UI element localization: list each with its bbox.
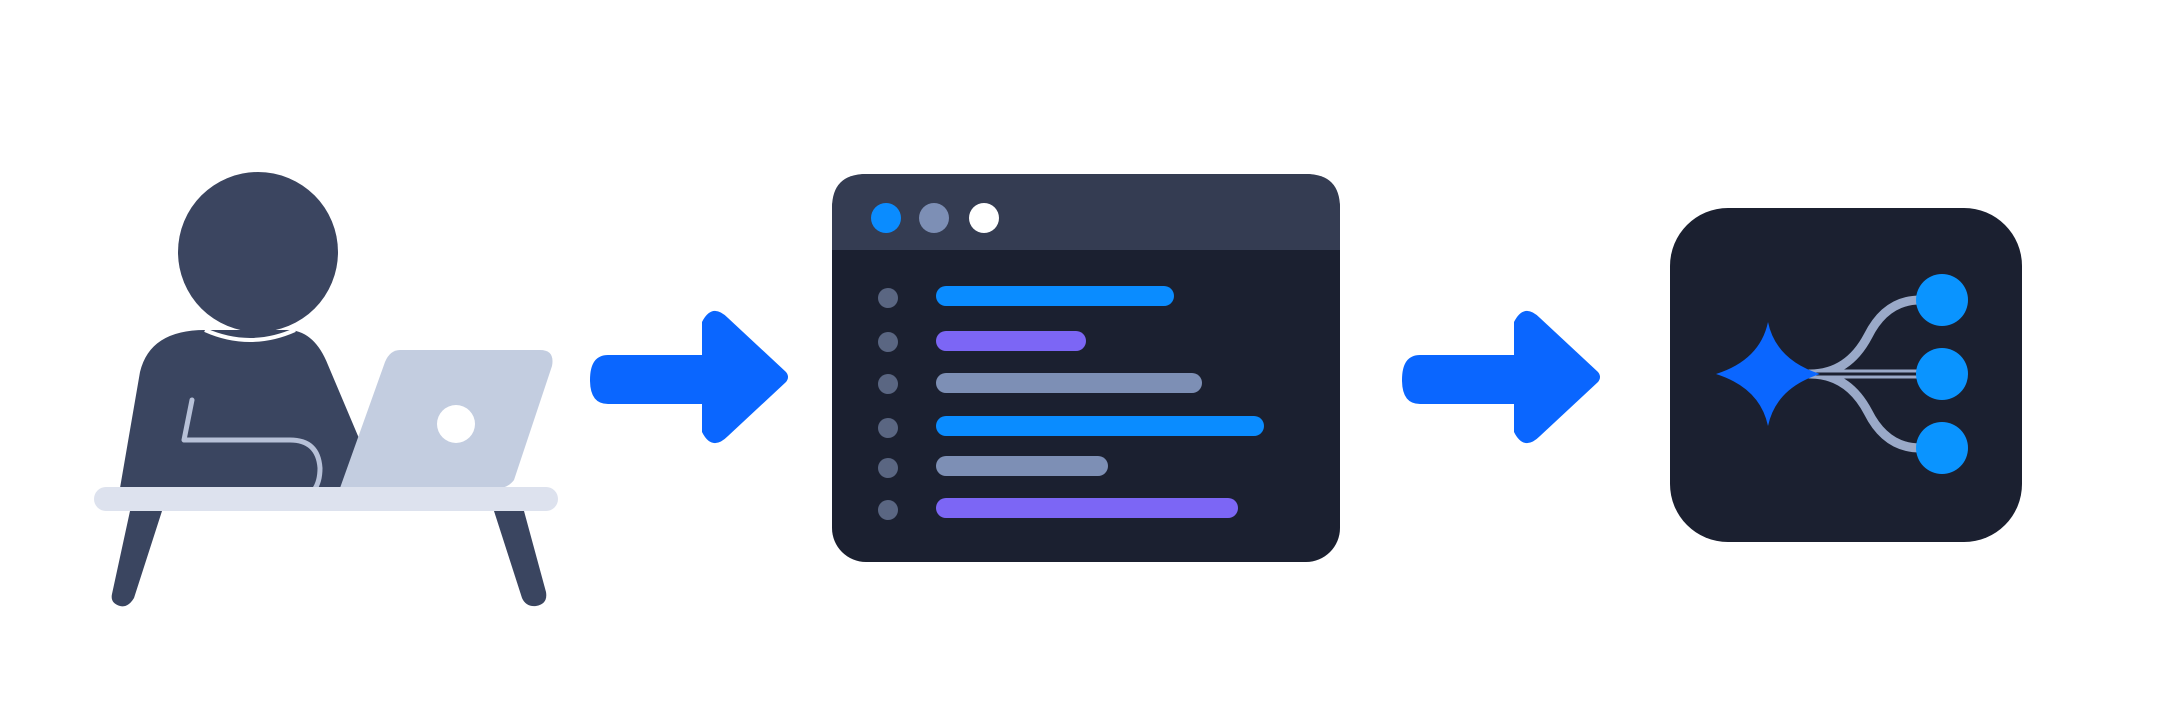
arrow-right-icon <box>590 310 788 444</box>
person-at-laptop-icon <box>94 172 558 607</box>
window-dot-white <box>969 203 999 233</box>
branch-node <box>1916 274 1968 326</box>
code-line <box>878 498 1238 520</box>
branch-node <box>1916 348 1968 400</box>
window-dot-gray <box>919 203 949 233</box>
code-editor-window-icon <box>832 174 1340 562</box>
code-line <box>878 373 1202 394</box>
sparkle-icon <box>1716 322 1820 426</box>
window-titlebar <box>832 174 1340 250</box>
laptop-logo <box>437 405 475 443</box>
window-dot-blue <box>871 203 901 233</box>
person-arm <box>181 397 323 493</box>
code-line <box>878 331 1086 352</box>
desk-leg-left <box>111 511 162 607</box>
code-line <box>878 416 1264 438</box>
person-body <box>120 330 380 488</box>
person-head <box>178 172 338 332</box>
code-line <box>878 456 1108 478</box>
branch-node <box>1916 422 1968 474</box>
arrow-right-icon <box>1402 310 1600 444</box>
ai-sparkle-branching-icon <box>1670 208 2022 542</box>
desk-leg-right <box>494 511 547 607</box>
code-line <box>878 286 1174 308</box>
desk-top <box>94 487 558 511</box>
